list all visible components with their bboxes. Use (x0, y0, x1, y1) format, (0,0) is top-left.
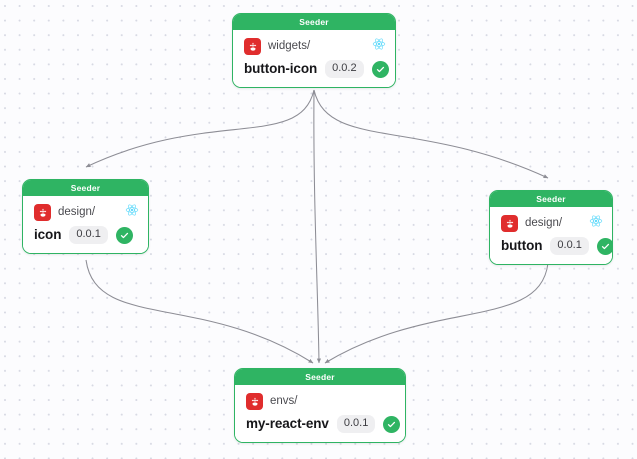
node-component-name: button-icon (244, 61, 318, 77)
graph-node-button[interactable]: Seeder design/ (489, 190, 613, 265)
node-scope-row: design/ (34, 204, 137, 221)
status-check-icon (115, 226, 133, 244)
node-scope-row: design/ (501, 215, 601, 232)
bit-logo-icon (244, 38, 261, 55)
node-header-label: Seeder (235, 369, 405, 385)
node-scope-row: envs/ (246, 393, 394, 410)
bit-logo-icon (501, 215, 518, 232)
status-check-icon (383, 415, 401, 433)
node-name-row: button-icon 0.0.2 (244, 60, 389, 78)
node-version-pill: 0.0.1 (550, 237, 589, 255)
bit-logo-icon (34, 204, 51, 221)
node-version-pill: 0.0.1 (69, 226, 108, 244)
react-icon (589, 214, 603, 228)
node-component-name: icon (34, 227, 62, 243)
react-icon (125, 203, 139, 217)
node-name-row: button 0.0.1 (501, 237, 612, 255)
node-scope-label: widgets/ (268, 39, 311, 52)
node-component-name: my-react-env (246, 416, 329, 432)
react-icon (372, 37, 386, 51)
node-body: envs/ my-react-env 0.0.1 (235, 385, 405, 442)
node-body: design/ icon 0.0.1 (23, 196, 148, 253)
edge-top-to-left (85, 89, 315, 168)
status-check-icon (371, 60, 389, 78)
node-scope-label: design/ (58, 205, 96, 218)
graph-node-my-react-env[interactable]: Seeder envs/ my-react-env 0.0.1 (234, 368, 406, 443)
node-component-name: button (501, 238, 543, 254)
node-body: widgets/ button-icon 0.0.2 (233, 30, 395, 87)
edge-top-to-bottom (313, 89, 322, 364)
graph-node-button-icon[interactable]: Seeder widgets/ (232, 13, 396, 88)
node-version-pill: 0.0.1 (336, 415, 376, 433)
node-scope-row: widgets/ (244, 38, 384, 55)
edge-left-to-bottom (85, 259, 314, 364)
node-name-row: icon 0.0.1 (34, 226, 137, 244)
node-header-label: Seeder (233, 14, 395, 30)
edge-top-to-right (313, 89, 549, 179)
bit-logo-icon (246, 393, 263, 410)
node-name-row: my-react-env 0.0.1 (246, 415, 401, 433)
node-header-label: Seeder (23, 180, 148, 196)
edge-right-to-bottom (324, 262, 549, 364)
node-version-pill: 0.0.2 (325, 60, 364, 78)
node-scope-label: envs/ (270, 394, 298, 407)
graph-node-icon[interactable]: Seeder design/ (22, 179, 149, 254)
node-scope-label: design/ (525, 216, 563, 229)
status-check-icon (596, 237, 612, 255)
node-body: design/ button 0.0.1 (490, 207, 612, 264)
node-header-label: Seeder (490, 191, 612, 207)
